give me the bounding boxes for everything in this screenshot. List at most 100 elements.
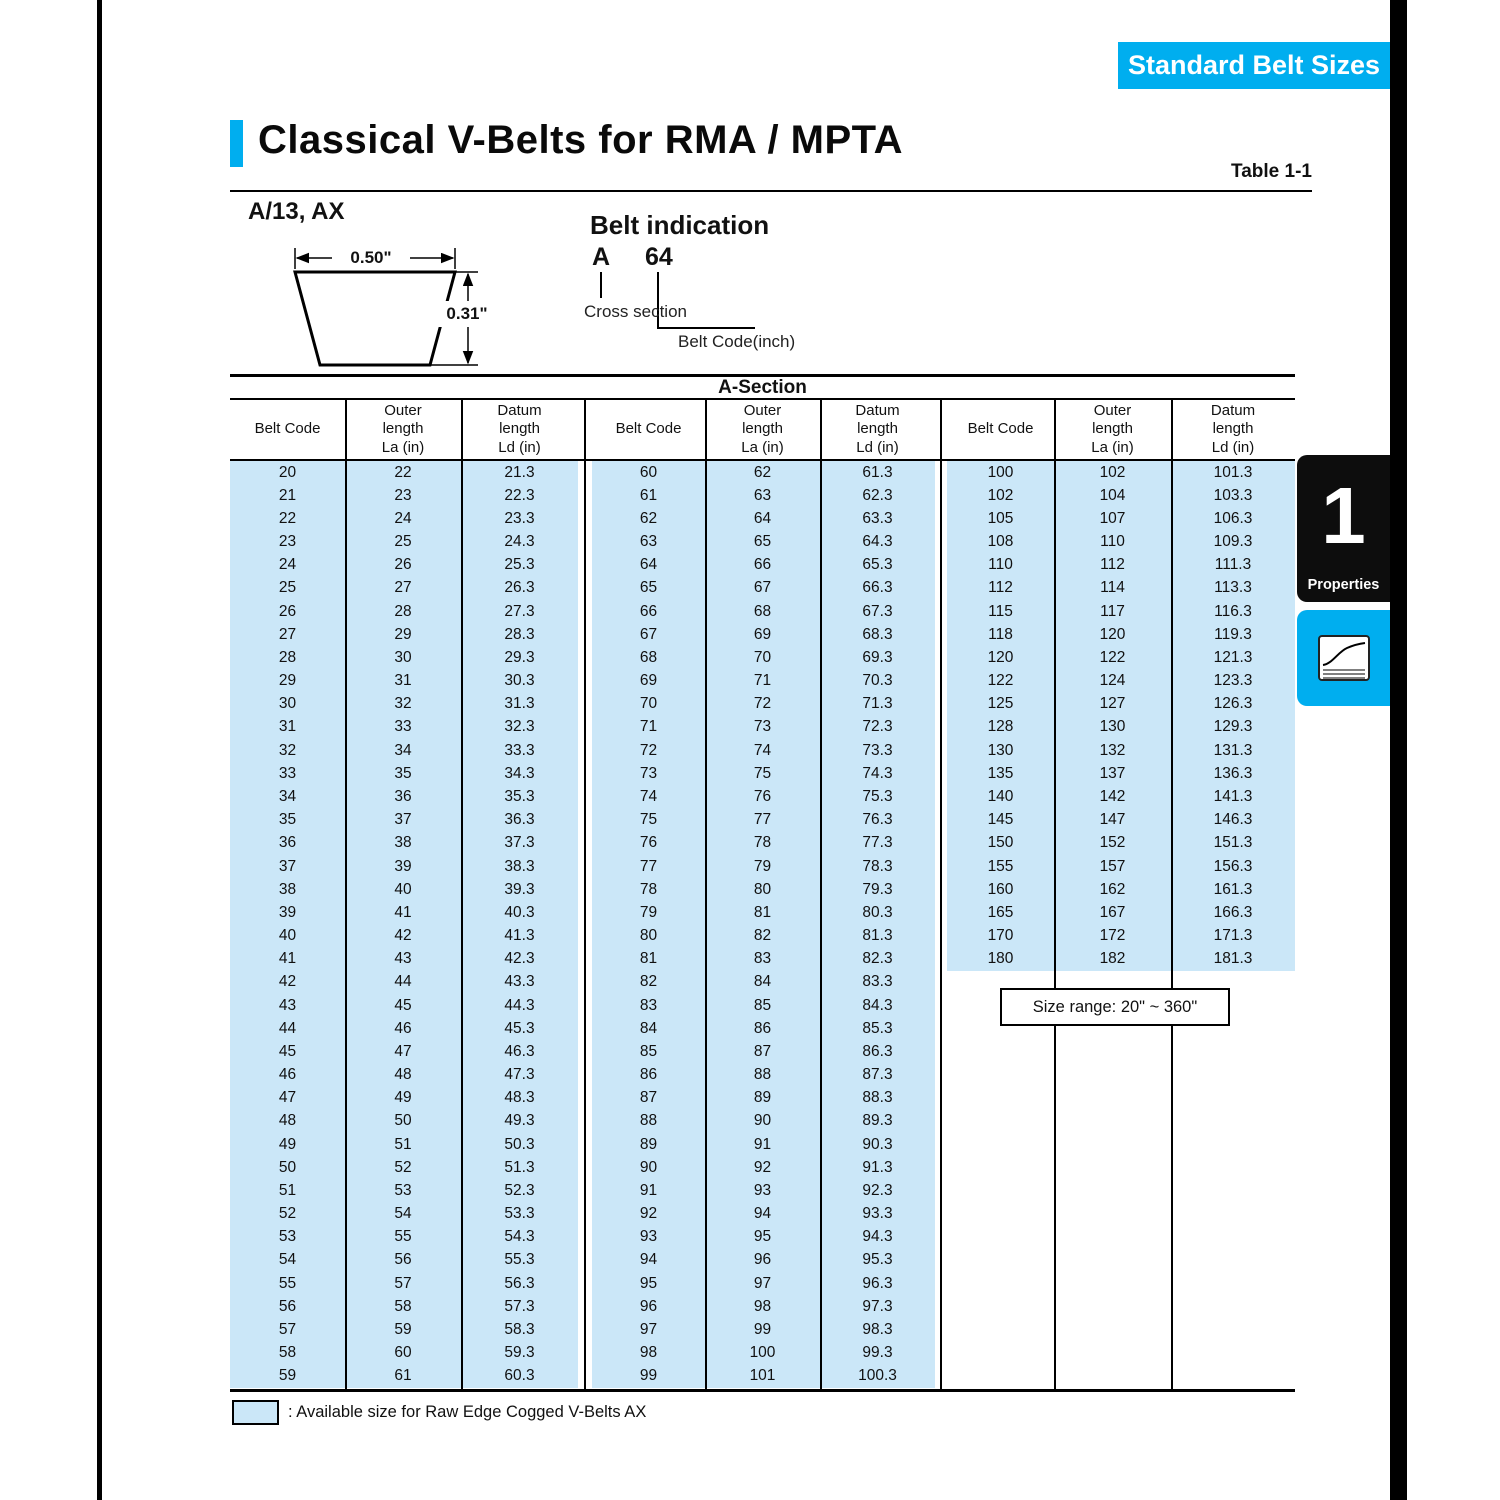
outer-length-cell: 182 xyxy=(1099,950,1126,968)
datum-length-cell: 84.3 xyxy=(862,996,893,1014)
datum-length-cell: 92.3 xyxy=(862,1181,893,1199)
outer-length-cell: 87 xyxy=(753,1042,772,1060)
outer-length-cell: 114 xyxy=(1100,579,1125,597)
table-header-group-3: Belt Code Outer length La (in) Datum len… xyxy=(947,401,1295,458)
datum-length-cell: 47.3 xyxy=(504,1066,535,1084)
belt-code-cell: 99 xyxy=(639,1367,658,1385)
outer-length-cell: 50 xyxy=(394,1112,412,1130)
table-header-group-1: Belt Code Outer length La (in) Datum len… xyxy=(230,401,578,458)
belt-code-cell: 69 xyxy=(639,672,658,690)
datum-length-cell: 97.3 xyxy=(862,1297,893,1315)
datum-length-cell: 42.3 xyxy=(504,950,535,968)
datum-length-cell: 86.3 xyxy=(862,1042,893,1060)
belt-code-cell: 98 xyxy=(639,1344,658,1362)
outer-length-cell: 152 xyxy=(1099,834,1126,852)
outer-length-cell: 93 xyxy=(753,1181,772,1199)
datum-length-cell: 151.3 xyxy=(1213,834,1253,852)
belt-code-cell: 83 xyxy=(639,996,658,1014)
datum-length-cell: 63.3 xyxy=(862,509,893,527)
datum-length-cell: 91.3 xyxy=(862,1158,893,1176)
indication-connector-line xyxy=(657,327,755,329)
belt-code-cell: 165 xyxy=(987,903,1014,921)
datum-length-cell: 156.3 xyxy=(1213,857,1253,875)
outer-length-cell: 65 xyxy=(753,533,772,551)
datum-length-cell: 76.3 xyxy=(862,811,893,829)
table-group-divider xyxy=(940,399,942,1390)
datum-length-cell: 109.3 xyxy=(1213,533,1253,551)
table-header-group-2: Belt Code Outer length La (in) Datum len… xyxy=(592,401,935,458)
belt-code-cell: 35 xyxy=(278,811,297,829)
datum-length-cell: 40.3 xyxy=(504,903,535,921)
outer-length-cell: 124 xyxy=(1099,672,1126,690)
outer-length-cell: 61 xyxy=(394,1367,412,1385)
belt-code-cell: 23 xyxy=(278,533,297,551)
size-range-note: Size range: 20" ~ 360" xyxy=(1000,988,1230,1026)
outer-length-cell: 132 xyxy=(1099,741,1126,759)
datum-length-cell: 106.3 xyxy=(1213,509,1253,527)
outer-length-cell: 63 xyxy=(753,486,772,504)
datum-length-cell: 38.3 xyxy=(504,857,535,875)
datum-length-cell: 95.3 xyxy=(862,1251,893,1269)
belt-code-cell: 42 xyxy=(278,973,297,991)
outer-length-cell: 42 xyxy=(394,927,412,945)
belt-code-cell: 64 xyxy=(639,556,658,574)
outer-length-cell: 64 xyxy=(753,509,772,527)
table-vrule xyxy=(1171,399,1173,1390)
datum-length-cell: 89.3 xyxy=(862,1112,893,1130)
datum-length-cell: 113.3 xyxy=(1214,579,1252,597)
outer-length-cell: 57 xyxy=(394,1274,412,1292)
datum-length-cell: 77.3 xyxy=(862,834,893,852)
belt-code-cell: 65 xyxy=(639,579,658,597)
table-top-border xyxy=(230,374,1295,377)
belt-code-cell: 53 xyxy=(278,1228,297,1246)
belt-code-cell: 62 xyxy=(639,509,658,527)
outer-length-cell: 23 xyxy=(394,486,412,504)
outer-length-cell: 120 xyxy=(1099,625,1126,643)
datum-length-cell: 30.3 xyxy=(504,672,535,690)
datum-length-cell: 39.3 xyxy=(504,880,535,898)
belt-code-cell: 130 xyxy=(987,741,1014,759)
datum-length-cell: 45.3 xyxy=(504,1019,535,1037)
belt-code-cell: 30 xyxy=(278,695,297,713)
outer-length-cell: 97 xyxy=(753,1274,772,1292)
belt-code-cell: 140 xyxy=(987,787,1014,805)
belt-code-cell: 68 xyxy=(639,648,658,666)
table-header-underline xyxy=(230,459,1295,461)
header-tab-label: Standard Belt Sizes xyxy=(1127,50,1381,80)
outer-length-cell: 112 xyxy=(1100,556,1125,574)
belt-code-cell: 25 xyxy=(278,579,297,597)
outer-length-cell: 47 xyxy=(394,1042,412,1060)
outer-length-cell: 62 xyxy=(753,463,772,481)
outer-length-cell: 90 xyxy=(753,1112,772,1130)
outer-length-cell: 110 xyxy=(1100,533,1125,551)
outer-length-cell: 22 xyxy=(394,463,412,481)
